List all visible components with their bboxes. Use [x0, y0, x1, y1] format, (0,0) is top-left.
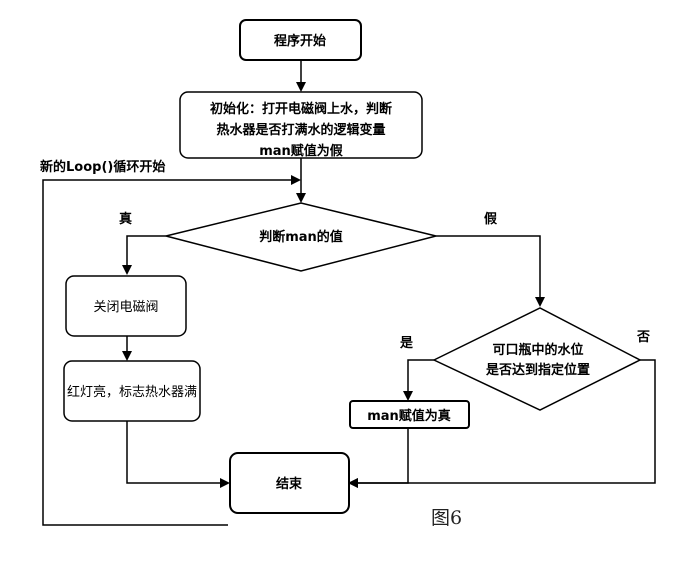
- node-init-line-3: man赋值为假: [259, 143, 344, 159]
- edges: [42, 60, 656, 526]
- node-close-valve: 关闭电磁阀: [65, 275, 187, 337]
- node-start: 程序开始: [239, 19, 362, 61]
- node-end: 结束: [229, 452, 350, 514]
- edge-loop-back: [42, 175, 301, 526]
- edge-true-branch: [122, 235, 166, 275]
- node-init: 初始化：打开电磁阀上水，判断 热水器是否打满水的逻辑变量 man赋值为假: [179, 91, 423, 159]
- node-end-label: 结束: [276, 476, 303, 492]
- edge-label-yes: 是: [399, 336, 414, 351]
- node-decision-water: 可口瓶中的水位 是否达到指定位置: [432, 307, 642, 411]
- edge-label-false: 假: [484, 211, 498, 227]
- node-red-light: 红灯亮，标志热水器满: [63, 360, 201, 422]
- edge-label-loop: 新的Loop()循环开始: [40, 159, 165, 175]
- node-init-line-1: 初始化：打开电磁阀上水，判断: [210, 101, 392, 117]
- edge-false-branch: [436, 235, 545, 307]
- node-decision-water-line-2: 是否达到指定位置: [485, 362, 590, 378]
- node-red-light-label: 红灯亮，标志热水器满: [67, 384, 197, 400]
- edge-yes-branch: [403, 359, 434, 401]
- edge-settrue-to-end: [348, 428, 409, 488]
- node-close-valve-label: 关闭电磁阀: [93, 300, 158, 315]
- node-start-label: 程序开始: [274, 33, 326, 49]
- node-init-line-2: 热水器是否打满水的逻辑变量: [216, 122, 385, 138]
- edge-label-no: 否: [636, 330, 650, 345]
- edge-label-true: 真: [119, 211, 132, 227]
- figure-caption: 图6: [431, 507, 462, 529]
- node-set-true-label: man赋值为真: [367, 408, 451, 424]
- node-set-true: man赋值为真: [349, 400, 470, 429]
- edge-red-to-end: [126, 421, 230, 488]
- node-decision-water-line-1: 可口瓶中的水位: [492, 342, 583, 358]
- edge-no-branch: [348, 359, 656, 488]
- node-decision-man-label: 判断man的值: [259, 229, 343, 245]
- node-decision-man: 判断man的值: [165, 202, 437, 272]
